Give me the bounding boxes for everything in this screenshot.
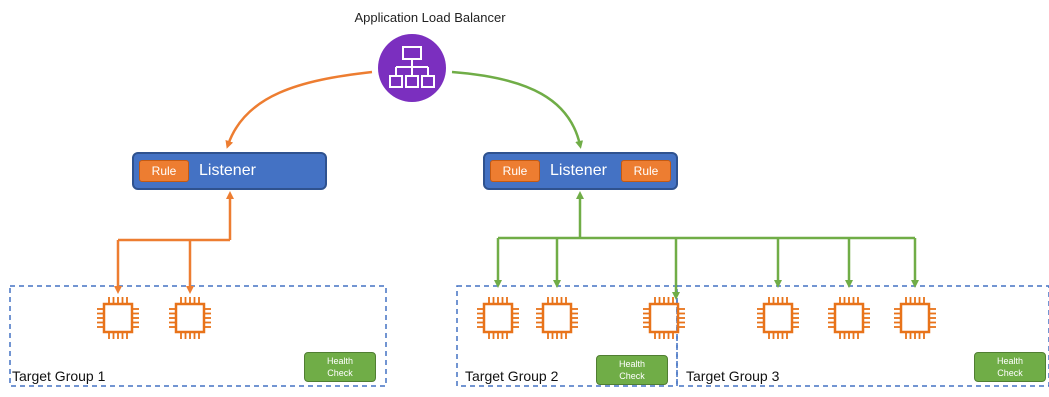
target-group-1-box xyxy=(9,285,387,387)
listener-2-label: Listener xyxy=(550,162,607,179)
target-group-2-health-check[interactable]: Health Check xyxy=(596,355,668,385)
health-check-2-line1: Health xyxy=(618,359,645,369)
listener-1-rule[interactable]: Rule xyxy=(139,160,189,182)
instance-chip-icon xyxy=(536,297,578,339)
instance-chip-icon xyxy=(894,297,936,339)
health-check-2-line2: Check xyxy=(619,371,645,381)
target-group-3-label: Target Group 3 xyxy=(686,368,780,384)
health-check-1-line1: Health xyxy=(326,356,353,366)
load-balancer-icon xyxy=(378,34,446,102)
instance-chip-icon xyxy=(643,297,685,339)
health-check-1-line2: Check xyxy=(327,368,353,378)
instance-chip-icon xyxy=(757,297,799,339)
target-group-1-label: Target Group 1 xyxy=(12,368,106,384)
health-check-3-line1: Health xyxy=(996,356,1023,366)
listener-1-label: Listener xyxy=(199,162,256,179)
health-check-3-line2: Check xyxy=(997,368,1023,378)
listener-2-rule-right[interactable]: Rule xyxy=(621,160,671,182)
target-group-3-box xyxy=(676,285,1049,387)
target-group-1-health-check[interactable]: Health Check xyxy=(304,352,376,382)
listener-2[interactable]: Rule Listener Rule xyxy=(483,152,678,190)
instance-chip-icon xyxy=(97,297,139,339)
listener-1[interactable]: Rule Listener xyxy=(132,152,327,190)
listener-2-rule-left[interactable]: Rule xyxy=(490,160,540,182)
target-group-2-label: Target Group 2 xyxy=(465,368,559,384)
alb-to-listener-1-arrow xyxy=(225,70,373,149)
alb-to-listener-2-arrow xyxy=(451,70,584,149)
target-group-2-3-connectors xyxy=(494,191,919,300)
alb-title: Application Load Balancer xyxy=(354,10,506,25)
instances-layer xyxy=(97,297,936,339)
instance-chip-icon xyxy=(828,297,870,339)
target-group-1-connectors xyxy=(114,191,234,294)
target-group-3-health-check[interactable]: Health Check xyxy=(974,352,1046,382)
instance-chip-icon xyxy=(169,297,211,339)
instance-chip-icon xyxy=(477,297,519,339)
